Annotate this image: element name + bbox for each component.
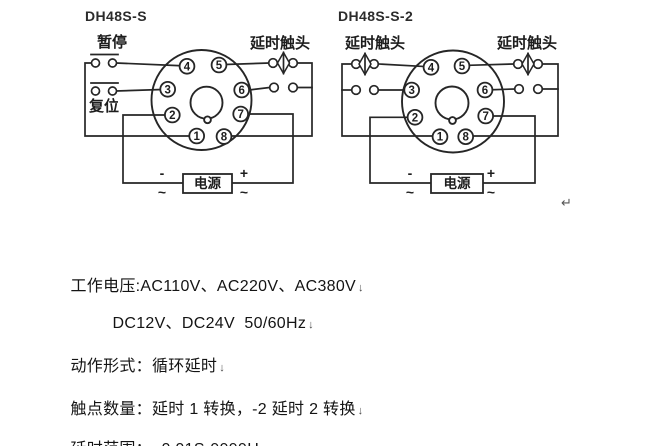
paragraph-mark: ↵: [561, 195, 572, 210]
reset-label: 复位: [88, 97, 119, 115]
pin-3: 3: [159, 81, 177, 98]
svg-text:8: 8: [462, 132, 469, 144]
svg-text:7: 7: [237, 109, 243, 121]
line-break-mark: ↓: [357, 405, 364, 417]
pause-switch: [90, 53, 119, 68]
power-supply: 电源 - ~ + ~: [158, 165, 248, 200]
delay-contact: [267, 50, 299, 93]
diagram-title: DH48S-S-2: [338, 8, 413, 24]
diagram-title: DH48S-S: [85, 8, 147, 24]
pause-label: 暂停: [97, 33, 127, 51]
spec-line-contact-count: 触点数量：延时 1 转换，-2 延时 2 转换↓: [42, 377, 363, 437]
diagram-dh48s-s: DH48S-S: [84, 8, 313, 200]
relay-socket: [401, 49, 505, 154]
svg-text:4: 4: [428, 62, 435, 74]
pin-6: 6: [476, 81, 494, 99]
svg-text:5: 5: [459, 61, 466, 73]
spec-text: 触点数量：延时 1 转换，-2 延时 2 转换: [70, 401, 356, 418]
plus-label: +: [240, 165, 248, 181]
power-supply: 电源 - ~ + ~: [406, 165, 495, 200]
delay-contact-left: [350, 51, 380, 96]
pin-1: 1: [431, 128, 449, 146]
svg-text:1: 1: [193, 131, 200, 143]
spec-text: DC12V、DC24V 50/60Hz: [112, 315, 307, 332]
power-label: 电源: [194, 175, 221, 191]
svg-text:2: 2: [169, 110, 175, 122]
line-break-mark: ↓: [358, 282, 364, 294]
svg-text:3: 3: [408, 85, 414, 97]
ac-right-label: ~: [240, 184, 248, 200]
spec-text: 延时范围： 0.01S-9999H: [70, 441, 259, 446]
pin-7: 7: [232, 105, 250, 123]
relay-socket: [150, 49, 253, 151]
delay-contact-right: [512, 51, 544, 95]
svg-text:7: 7: [482, 111, 488, 123]
ac-left-label: ~: [406, 184, 414, 200]
pin-1: 1: [188, 127, 206, 145]
svg-text:5: 5: [216, 60, 223, 72]
spec-line-working-voltage: 工作电压:AC110V、AC220V、AC380V↓: [42, 254, 364, 314]
svg-text:3: 3: [164, 84, 170, 96]
pin-6: 6: [233, 81, 251, 99]
spec-text: 工作电压:AC110V、AC220V、AC380V: [70, 278, 357, 295]
delay-contact-left-label: 延时触头: [344, 34, 405, 52]
delay-contact-right-label: 延时触头: [496, 34, 557, 52]
pin-2: 2: [164, 106, 181, 124]
pin-7: 7: [477, 107, 495, 125]
pin-5: 5: [210, 56, 228, 74]
delay-contact-label: 延时触头: [249, 34, 310, 52]
pin-4: 4: [422, 59, 440, 76]
reset-switch: [90, 82, 119, 96]
spec-line-delay-range: 延时范围： 0.01S-9999H↵: [42, 417, 271, 446]
line-break-mark: ↓: [308, 319, 314, 331]
spec-line-dc-voltage: DC12V、DC24V 50/60Hz↓: [84, 291, 314, 351]
svg-text:2: 2: [412, 112, 418, 124]
wiring-diagrams: DH48S-S: [84, 8, 559, 200]
svg-text:4: 4: [184, 61, 191, 73]
svg-text:8: 8: [221, 132, 228, 144]
line-break-mark: ↓: [219, 362, 225, 374]
ac-left-label: ~: [158, 184, 166, 200]
svg-text:6: 6: [482, 85, 488, 97]
pin-8: 8: [215, 128, 233, 145]
pin-5: 5: [453, 57, 471, 75]
wires: [84, 62, 313, 184]
pin-4: 4: [178, 58, 196, 75]
diagram-dh48s-s-2: DH48S-S-2: [338, 8, 559, 200]
pin-3: 3: [403, 81, 421, 99]
plus-label: +: [487, 165, 495, 181]
pin-2: 2: [406, 109, 424, 126]
spec-text: 动作形式：循环延时: [70, 358, 218, 375]
minus-label: -: [408, 165, 413, 181]
power-label: 电源: [444, 175, 471, 191]
minus-label: -: [160, 165, 165, 181]
socket-pins: 4 5 3 6 2 7 1 8: [159, 56, 251, 145]
ac-right-label: ~: [487, 184, 495, 200]
svg-text:1: 1: [437, 132, 444, 144]
spec-line-action-mode: 动作形式：循环延时↓: [42, 334, 225, 394]
pin-8: 8: [457, 128, 475, 146]
socket-pins: 4 5 3 6 2 7 1 8: [403, 57, 495, 146]
svg-text:6: 6: [238, 85, 244, 97]
